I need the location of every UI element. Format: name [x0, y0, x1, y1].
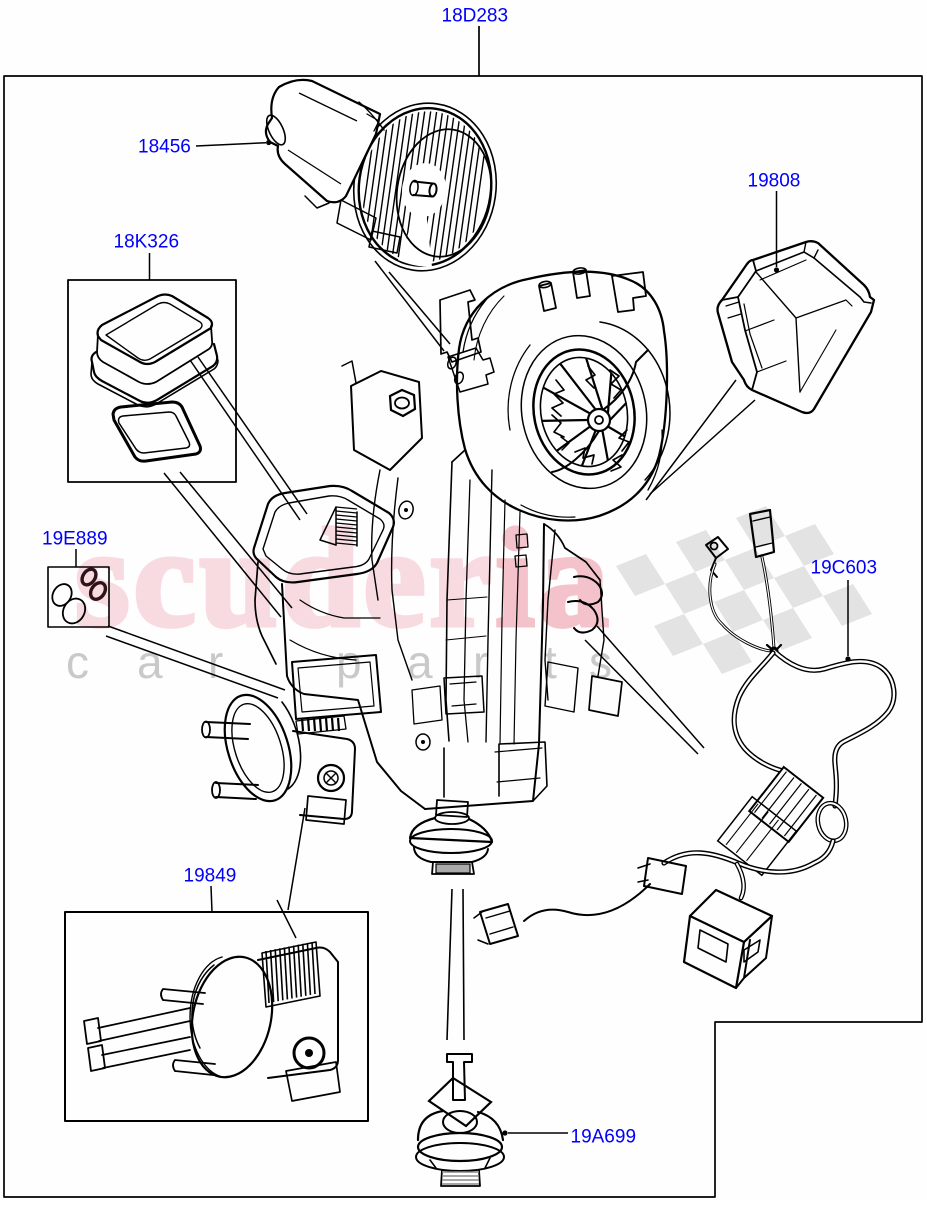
svg-text:19808: 19808 [748, 171, 801, 192]
svg-text:19849: 19849 [184, 866, 237, 887]
svg-text:19C603: 19C603 [811, 558, 878, 579]
svg-text:19E889: 19E889 [42, 529, 108, 550]
svg-text:scuderia: scuderia [75, 501, 613, 656]
svg-text:18D283: 18D283 [442, 6, 509, 27]
svg-text:19A699: 19A699 [571, 1127, 637, 1148]
svg-text:18K326: 18K326 [114, 232, 180, 253]
svg-text:18456: 18456 [138, 137, 191, 158]
